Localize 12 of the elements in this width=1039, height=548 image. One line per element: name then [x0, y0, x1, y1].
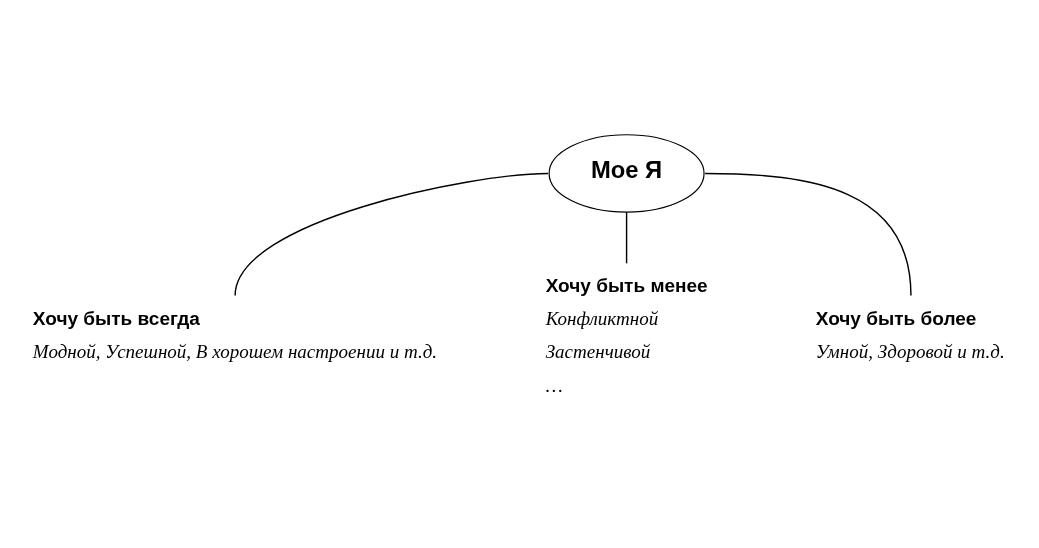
node-label: Конфликтной [545, 307, 659, 329]
node-text: Хочу быть более [815, 307, 977, 329]
node-text: Хочу быть всегда [32, 307, 200, 329]
connector [234, 172, 549, 297]
node-ellipse: Мое Я [548, 134, 705, 213]
connector [704, 172, 912, 297]
node-label: … [545, 374, 563, 396]
node-label: Модной, Успешной, В хорошем настроении и т.д. [32, 341, 438, 363]
node-label: Умной, Здоровой и т.д. [815, 341, 1005, 363]
node-text: Хочу быть менее [545, 274, 708, 296]
node-label: Застенчивой [545, 341, 651, 363]
connector [625, 211, 628, 265]
